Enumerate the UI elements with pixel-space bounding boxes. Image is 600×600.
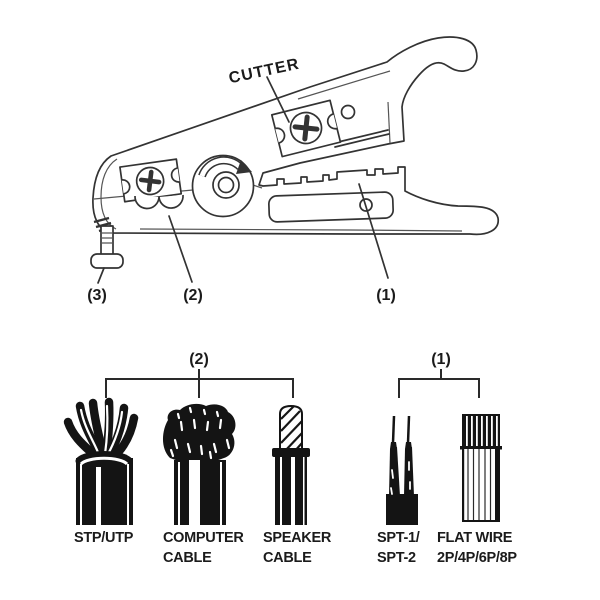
- stp-utp-label: STP/UTP: [74, 530, 134, 546]
- dial-arrow-head: [236, 160, 252, 174]
- cable-legend: (2) (1): [63, 351, 518, 566]
- body-hole: [340, 104, 356, 120]
- group-2-bracket: [105, 369, 294, 398]
- spt-cable: [386, 415, 418, 525]
- cutter-cassette: [270, 99, 342, 158]
- spt-label-line1: SPT-1/: [377, 530, 420, 546]
- flat-wire-label-line2: 2P/4P/6P/8P: [437, 550, 517, 566]
- group-1-label: (1): [431, 351, 451, 368]
- flat-wire-label-line1: FLAT WIRE: [437, 530, 513, 546]
- callout-2-label: (2): [183, 287, 203, 304]
- blade-guide-lobes: [134, 194, 184, 210]
- callout1-leader-line: [358, 183, 389, 279]
- cutter-leader-line: [266, 76, 290, 123]
- cutter-blade-lines: [333, 129, 390, 148]
- callout3-leader-line: [97, 267, 105, 284]
- callout-3-label: (3): [87, 287, 107, 304]
- computer-cable-label-line1: COMPUTER: [163, 530, 244, 546]
- adjustment-bolt: [90, 216, 124, 269]
- flat-wire-cable: [460, 414, 502, 522]
- callout-1-label: (1): [376, 287, 396, 304]
- callout2-leader-line: [168, 215, 193, 283]
- group-2-label: (2): [189, 351, 209, 368]
- latch-tab-line: [387, 101, 391, 144]
- computer-cable-label-line2: CABLE: [163, 550, 212, 566]
- computer-cable: [163, 403, 236, 525]
- cutter-label: CUTTER: [227, 56, 301, 88]
- lower-recess: [268, 191, 394, 223]
- speaker-cable-label-line1: SPEAKER: [263, 530, 332, 546]
- adjustment-dial: [191, 154, 255, 218]
- stp-utp-cable: [63, 397, 139, 525]
- upper-strip-inner-line: [297, 70, 391, 100]
- spt-label-line2: SPT-2: [377, 550, 416, 566]
- group-1-bracket: [398, 369, 480, 398]
- bottom-inner-line: [139, 228, 463, 232]
- speaker-cable-label-line2: CABLE: [263, 550, 312, 566]
- stripper-blade-cassette: [119, 158, 183, 203]
- stripper-tool-illustration: CUTTER (3) (2) (1): [87, 36, 499, 304]
- speaker-cable: [272, 404, 310, 525]
